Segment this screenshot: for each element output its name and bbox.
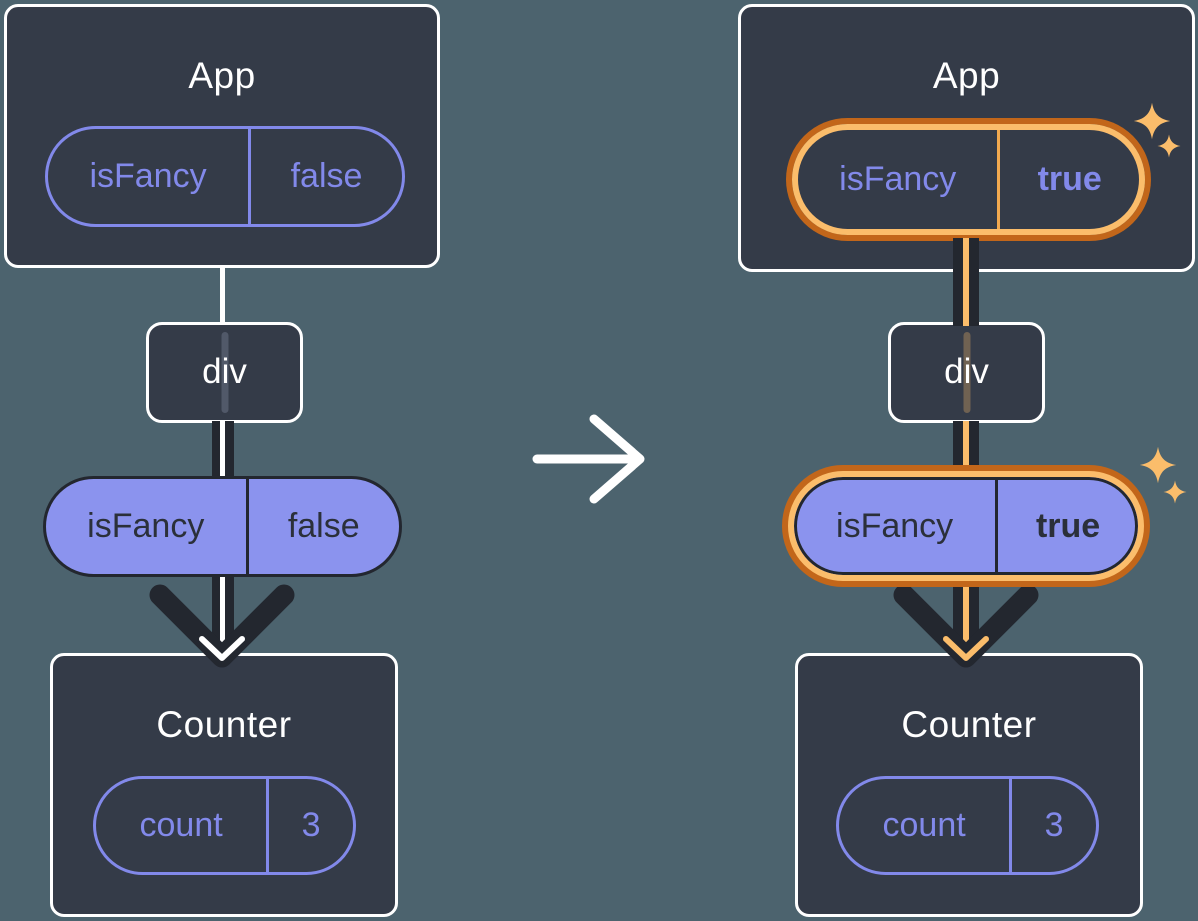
app-prop-pill-after-highlighted: isFancy true xyxy=(792,124,1145,235)
prop-value: true xyxy=(1035,506,1101,545)
counter-card-after: Counter count 3 xyxy=(795,653,1143,917)
prop-flow-arrow-icon xyxy=(893,584,1039,668)
counter-card-before: Counter count 3 xyxy=(50,653,398,917)
prop-name: isFancy xyxy=(794,477,999,575)
sparkle-icon xyxy=(1133,102,1171,140)
connector-div-to-prop-highlight xyxy=(963,421,969,471)
counter-state-pill-after: count 3 xyxy=(836,776,1099,875)
counter-state-pill-before: count 3 xyxy=(93,776,356,875)
arrow-shaft-light xyxy=(220,575,225,655)
prop-flow-through-stripe xyxy=(221,332,228,413)
app-card-after: App isFancy true xyxy=(738,4,1195,272)
prop-name: isFancy xyxy=(798,130,1001,229)
prop-name: isFancy xyxy=(48,129,252,224)
prop-flow-through-stripe xyxy=(963,332,970,413)
div-node-before: div xyxy=(146,322,303,423)
prop-flow-arrow-icon xyxy=(149,584,295,668)
div-node-label: div xyxy=(202,351,247,391)
sparkle-icon xyxy=(1139,446,1177,484)
component-title: App xyxy=(188,55,256,96)
div-node-label: div xyxy=(944,351,989,391)
state-name: count xyxy=(839,779,1013,872)
prop-value: false xyxy=(290,157,363,195)
component-title: Counter xyxy=(901,704,1037,745)
app-card-before: App isFancy false xyxy=(4,4,440,268)
sparkle-icon xyxy=(1157,134,1181,158)
component-title: Counter xyxy=(156,704,292,745)
prop-value: false xyxy=(287,507,360,545)
transition-arrow-icon xyxy=(532,414,645,504)
div-node-after: div xyxy=(888,322,1045,423)
app-prop-pill-before: isFancy false xyxy=(45,126,405,227)
connector-app-to-div-highlight xyxy=(963,238,969,326)
arrow-shaft-highlight xyxy=(963,585,969,655)
state-value: 3 xyxy=(301,806,321,844)
state-value: 3 xyxy=(1044,806,1064,844)
prop-value: true xyxy=(1037,160,1102,198)
sparkle-icon xyxy=(1163,480,1187,504)
connector-app-to-div xyxy=(220,266,225,324)
connector-div-to-prop-light xyxy=(220,421,225,478)
component-title: App xyxy=(932,55,1001,96)
prop-name: isFancy xyxy=(46,479,249,574)
passed-prop-pill-before: isFancy false xyxy=(43,476,402,577)
state-name: count xyxy=(96,779,270,872)
passed-prop-pill-after-highlighted: isFancy true xyxy=(788,471,1144,581)
